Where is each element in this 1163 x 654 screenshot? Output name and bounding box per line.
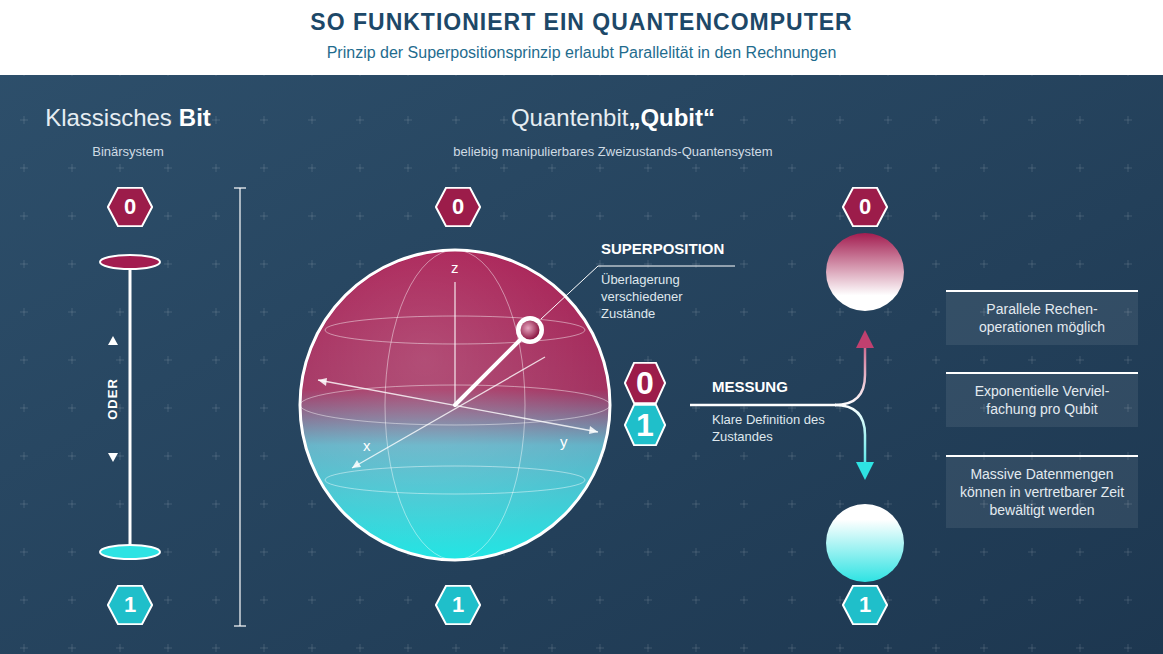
divider (234, 188, 246, 626)
section-heading: Klassisches (45, 104, 172, 132)
label-slot: ODER (104, 369, 122, 429)
label-slot: z (451, 259, 459, 276)
hexagon-outline (436, 586, 480, 624)
heading-group: KlassischesBit (0, 104, 256, 132)
label-slot: Prinzip der Superpositionsprinzip erlaub… (0, 44, 1163, 62)
node-text: 0 (859, 196, 871, 218)
state-hexagon: 1 (435, 585, 481, 625)
node-text: 0 (452, 196, 464, 218)
callout-text: Überlagerung verschiedener Zustände (601, 271, 711, 322)
axis-label: y (560, 433, 568, 450)
hexagon-outline (625, 363, 665, 403)
result-sphere (826, 233, 904, 311)
state-hexagon: 0 (435, 187, 481, 227)
callout-text: Klare Definition des Zustandes (712, 411, 832, 445)
bloch-sphere (300, 250, 610, 560)
section-heading: Bit (179, 104, 211, 132)
callout-heading: MESSUNG (712, 378, 788, 395)
section-subheading: Binärsystem (28, 144, 228, 159)
classical-bit (100, 255, 160, 559)
arrowhead (856, 330, 874, 348)
heading-group: Quantenbit„Qubit“ (363, 104, 863, 132)
main-title: SO FUNKTIONIERT EIN QUANTENCOMPUTER (0, 9, 1163, 36)
label-slot: y (560, 433, 568, 450)
hexagon-outline (108, 188, 152, 226)
state-hexagon: 0 (842, 187, 888, 227)
info-box: Exponentielle Verviel- fachung pro Qubit (946, 372, 1138, 427)
result-sphere (826, 504, 904, 582)
hexagon-outline (843, 586, 887, 624)
axis-label: x (363, 437, 371, 454)
subtitle: Prinzip der Superpositionsprinzip erlaub… (0, 44, 1163, 62)
state-hexagon: 1 (624, 404, 666, 446)
hexagon-outline (625, 405, 665, 445)
node-text: Massive Datenmengen können in vertretbar… (956, 465, 1128, 519)
label-slot: x (363, 437, 371, 454)
measurement-arrows (690, 347, 865, 463)
node-text: Parallele Rechen- operationen möglich (956, 300, 1128, 336)
label-slot: Binärsystem (28, 144, 228, 159)
header-band (0, 0, 1163, 75)
hexagon-outline (843, 188, 887, 226)
label-slot: beliebig manipulierbares Zweizustands-Qu… (363, 144, 863, 159)
grid-pattern (0, 75, 1163, 654)
section-subheading: beliebig manipulierbares Zweizustands-Qu… (363, 144, 863, 159)
label-slot: MESSUNG (712, 378, 788, 395)
state-hexagon: 1 (842, 585, 888, 625)
node-text: 1 (124, 594, 136, 616)
state-hexagon: 0 (624, 362, 666, 404)
hexagon-outline (436, 188, 480, 226)
section-heading: „Qubit“ (628, 104, 715, 132)
info-box: Parallele Rechen- operationen möglich (946, 290, 1138, 345)
node-text: Exponentielle Verviel- fachung pro Qubit (956, 382, 1128, 418)
info-box: Massive Datenmengen können in vertretbar… (946, 455, 1138, 528)
state-hexagon: 1 (107, 585, 153, 625)
section-heading: Quantenbit (511, 104, 628, 132)
or-label: ODER (104, 369, 122, 429)
axis-label: z (451, 259, 459, 276)
node-text: 1 (452, 594, 464, 616)
label-slot: SUPERPOSITION (601, 240, 724, 257)
label-slot: Klare Definition des Zustandes (712, 411, 832, 445)
label-slot: Überlagerung verschiedener Zustände (601, 271, 711, 322)
node-text: 0 (124, 196, 136, 218)
arrowhead (856, 462, 874, 480)
node-text: 1 (859, 594, 871, 616)
node-text: 1 (636, 409, 654, 441)
state-hexagon: 0 (107, 187, 153, 227)
hexagon-outline (108, 586, 152, 624)
node-text: 0 (636, 367, 654, 399)
callout-heading: SUPERPOSITION (601, 240, 724, 257)
